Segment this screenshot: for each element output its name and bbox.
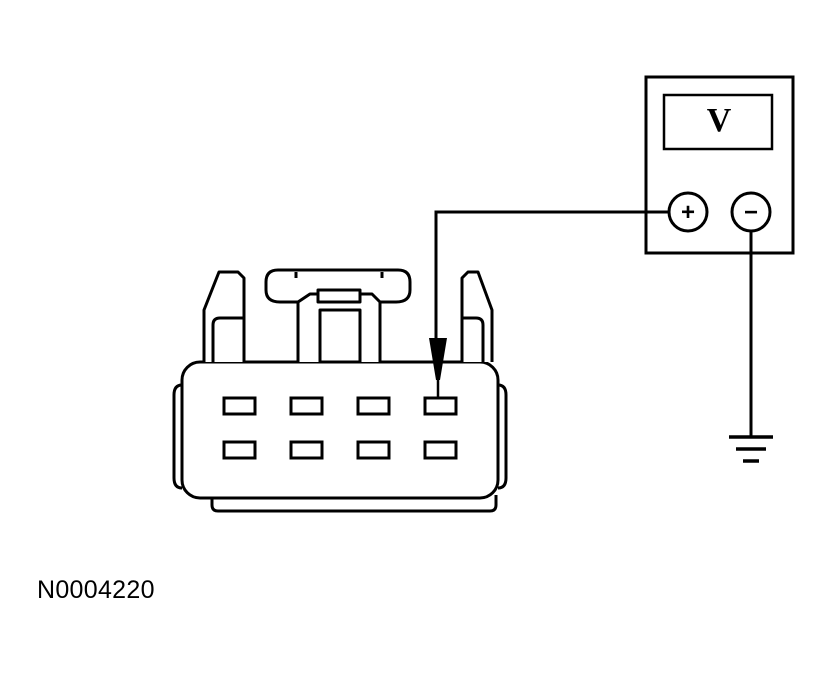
voltmeter-display bbox=[662, 93, 774, 151]
connector-right-bump bbox=[497, 383, 508, 490]
terminal-cavity bbox=[289, 440, 324, 460]
terminal-cavity bbox=[222, 396, 257, 416]
terminal-cavity-probed bbox=[423, 396, 458, 416]
terminal-cavities bbox=[222, 396, 458, 460]
voltmeter: V + − bbox=[644, 75, 795, 255]
terminal-cavity bbox=[222, 440, 257, 460]
terminal-cavity bbox=[423, 440, 458, 460]
terminal-cavity bbox=[356, 396, 391, 416]
right-latch-inner bbox=[462, 316, 485, 362]
voltmeter-display-symbol: V bbox=[707, 102, 732, 139]
electrical-connector bbox=[172, 268, 508, 513]
positive-test-lead bbox=[434, 210, 669, 340]
connector-body bbox=[180, 360, 500, 500]
connector-left-bump bbox=[172, 383, 183, 490]
ground-symbol-icon bbox=[729, 435, 773, 463]
positive-terminal-symbol: + bbox=[681, 199, 695, 226]
lock-tab bbox=[318, 308, 362, 364]
probe-tip-icon bbox=[429, 338, 447, 398]
lock-tab-top bbox=[316, 288, 362, 304]
terminal-cavity bbox=[289, 396, 324, 416]
figure-id-label: N0004220 bbox=[37, 576, 155, 604]
left-latch-inner bbox=[211, 316, 244, 362]
negative-terminal-symbol: − bbox=[744, 199, 758, 226]
terminal-cavity bbox=[356, 440, 391, 460]
